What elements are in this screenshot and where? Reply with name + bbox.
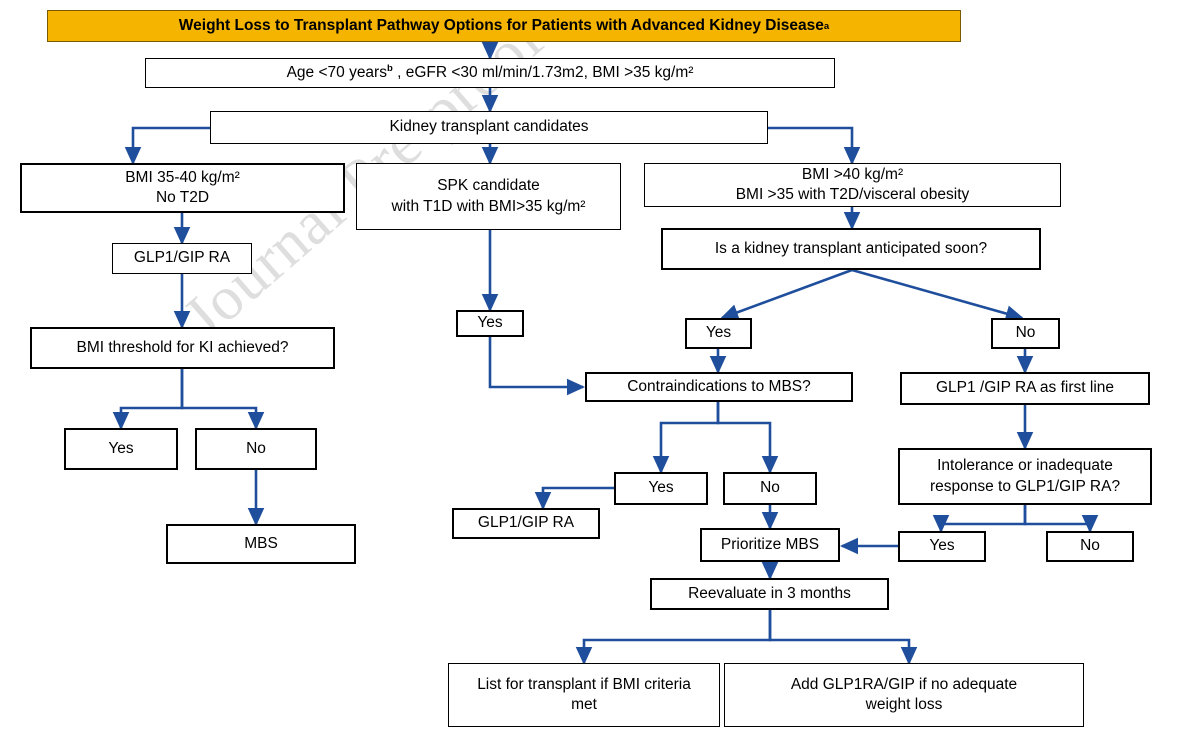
bmi3540-line1: BMI 35-40 kg/m² xyxy=(125,168,240,186)
left-no-label: No xyxy=(246,439,266,457)
left-yes-label: Yes xyxy=(108,439,134,457)
bmi3540-line2: No T2D xyxy=(155,189,210,206)
node-add-glp1ra-gip[interactable]: Add GLP1RA/GIP if no adequate weight los… xyxy=(724,663,1084,727)
edge-candidates-bmi40 xyxy=(768,126,861,166)
node-bmi-threshold[interactable]: BMI threshold for KI achieved? xyxy=(30,327,335,369)
reevaluate-label: Reevaluate in 3 months xyxy=(688,584,851,602)
node-intolerance-yes[interactable]: Yes xyxy=(898,531,986,562)
node-intolerance-no[interactable]: No xyxy=(1046,531,1134,562)
edge-contra-yes xyxy=(652,402,720,475)
node-intolerance-response[interactable]: Intolerance or inadequate response to GL… xyxy=(898,448,1152,505)
addglp-line1: Add GLP1RA/GIP if no adequate xyxy=(790,675,1018,693)
node-glp1-gip-ra-mid[interactable]: GLP1/GIP RA xyxy=(452,508,600,539)
list-line1: List for transplant if BMI criteria xyxy=(477,675,691,693)
spk-yes-label: Yes xyxy=(477,314,503,332)
intol-yes-label: Yes xyxy=(929,537,955,555)
node-bmi-over-40[interactable]: BMI >40 kg/m² BMI >35 with T2D/visceral … xyxy=(644,163,1061,207)
intolerance-line1: Intolerance or inadequate xyxy=(937,457,1113,475)
edge-reevaluate-addglp xyxy=(768,610,918,666)
anticipated-label: Is a kidney transplant anticipated soon? xyxy=(714,239,988,257)
node-left-no[interactable]: No xyxy=(195,428,317,470)
criteria-text-1: Age <70 years xyxy=(286,63,387,81)
node-mbs[interactable]: MBS xyxy=(166,524,356,564)
edge-anticipated-no xyxy=(851,268,1025,322)
edge-anticipated-yes xyxy=(720,268,853,321)
contra-no-label: No xyxy=(760,479,780,497)
spk-line2: with T1D with BMI>35 kg/m² xyxy=(391,197,586,215)
node-anticipated-yes[interactable]: Yes xyxy=(685,318,752,349)
edge-intolerance-no xyxy=(1023,505,1099,534)
node-contraindications-mbs[interactable]: Contraindications to MBS? xyxy=(585,372,853,402)
edge-candidates-bmi3540 xyxy=(124,126,210,166)
ant-yes-label: Yes xyxy=(705,324,732,342)
addglp-line2: weight loss xyxy=(865,696,943,713)
edge-intolerance-yes xyxy=(932,505,1027,534)
node-glp1-gip-first-line[interactable]: GLP1 /GIP RA as first line xyxy=(900,372,1150,405)
intolerance-line2: response to GLP1/GIP RA? xyxy=(929,477,1121,495)
glp1-first-label: GLP1 /GIP RA as first line xyxy=(935,379,1115,397)
glp1-left-label: GLP1/GIP RA xyxy=(133,249,231,267)
node-list-for-transplant[interactable]: List for transplant if BMI criteria met xyxy=(448,663,720,727)
spk-line1: SPK candidate xyxy=(437,177,540,195)
page-title-superscript: a xyxy=(823,20,830,32)
node-contra-no[interactable]: No xyxy=(723,472,817,505)
node-spk-candidate[interactable]: SPK candidate with T1D with BMI>35 kg/m² xyxy=(356,163,621,230)
node-kidney-transplant-candidates[interactable]: Kidney transplant candidates xyxy=(210,111,768,144)
edge-bmithreshold-yes xyxy=(112,369,184,431)
bmi40-line2: BMI >35 with T2D/visceral obesity xyxy=(735,186,970,203)
mbs-label: MBS xyxy=(244,534,278,552)
node-transplant-anticipated[interactable]: Is a kidney transplant anticipated soon? xyxy=(661,228,1041,270)
node-prioritize-mbs[interactable]: Prioritize MBS xyxy=(700,528,840,562)
node-criteria[interactable]: Age <70 yearsb , eGFR <30 ml/min/1.73m2,… xyxy=(145,58,835,88)
node-glp1-gip-ra-left[interactable]: GLP1/GIP RA xyxy=(112,243,252,274)
page-title: Weight Loss to Transplant Pathway Option… xyxy=(47,10,961,42)
bmi-threshold-label: BMI threshold for KI achieved? xyxy=(76,338,289,356)
criteria-superscript: b xyxy=(386,62,393,74)
edge-contra-no xyxy=(716,402,779,475)
edge-spkyes-contra xyxy=(488,335,586,396)
glp1-mid-label: GLP1/GIP RA xyxy=(477,514,575,532)
contra-yes-label: Yes xyxy=(648,479,674,497)
list-line2: met xyxy=(571,696,597,713)
candidates-label: Kidney transplant candidates xyxy=(389,118,589,136)
bmi40-line1: BMI >40 kg/m² xyxy=(801,165,904,183)
edge-contrayes-glp1mid xyxy=(534,486,621,511)
node-reevaluate-3-months[interactable]: Reevaluate in 3 months xyxy=(650,578,889,610)
intol-no-label: No xyxy=(1080,537,1100,555)
criteria-text-2: , eGFR <30 ml/min/1.73m2, BMI >35 kg/m² xyxy=(392,63,694,81)
ant-no-label: No xyxy=(1015,324,1036,342)
page-title-text: Weight Loss to Transplant Pathway Option… xyxy=(178,17,824,34)
contra-label: Contraindications to MBS? xyxy=(627,377,811,395)
node-contra-yes[interactable]: Yes xyxy=(614,472,708,505)
edge-bmithreshold-no xyxy=(180,369,265,431)
prioritize-label: Prioritize MBS xyxy=(720,535,820,553)
node-bmi-35-40[interactable]: BMI 35-40 kg/m² No T2D xyxy=(20,163,345,213)
node-left-yes[interactable]: Yes xyxy=(64,428,178,470)
node-anticipated-no[interactable]: No xyxy=(991,318,1060,349)
node-spk-yes[interactable]: Yes xyxy=(456,310,524,337)
edge-reevaluate-list xyxy=(575,610,772,666)
